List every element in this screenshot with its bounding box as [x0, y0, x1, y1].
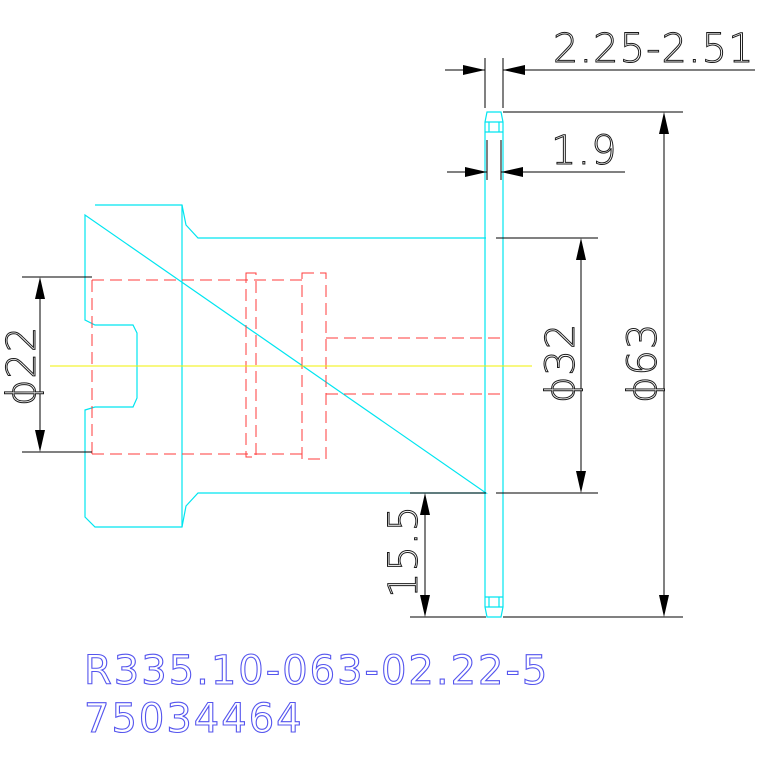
slot-width-label: 2.25-2.51: [553, 26, 755, 72]
dimension-diameter-small: [22, 276, 92, 453]
blade-width-label: 1.9: [551, 128, 618, 174]
dimension-slot-width: [445, 58, 755, 108]
part-code: R335.10-063-02.22-5: [84, 648, 549, 694]
diameter-mid-label: ϕ32: [538, 323, 584, 403]
dimension-cut-depth: [410, 492, 486, 618]
part-number: 75034464: [84, 696, 304, 742]
cut-depth-label: 15.5: [381, 505, 427, 598]
hidden-bore-groove: [245, 272, 257, 458]
hub-outline: [84, 204, 488, 528]
dimension-diameter-large: [503, 111, 683, 618]
diameter-small-label: ϕ22: [0, 326, 45, 406]
dimension-blade-width: [447, 140, 625, 180]
cutter-disc-outline: [484, 111, 504, 618]
diameter-large-label: ϕ63: [620, 323, 666, 403]
part-outline: [84, 111, 504, 618]
dimension-diameter-mid: [496, 237, 598, 494]
